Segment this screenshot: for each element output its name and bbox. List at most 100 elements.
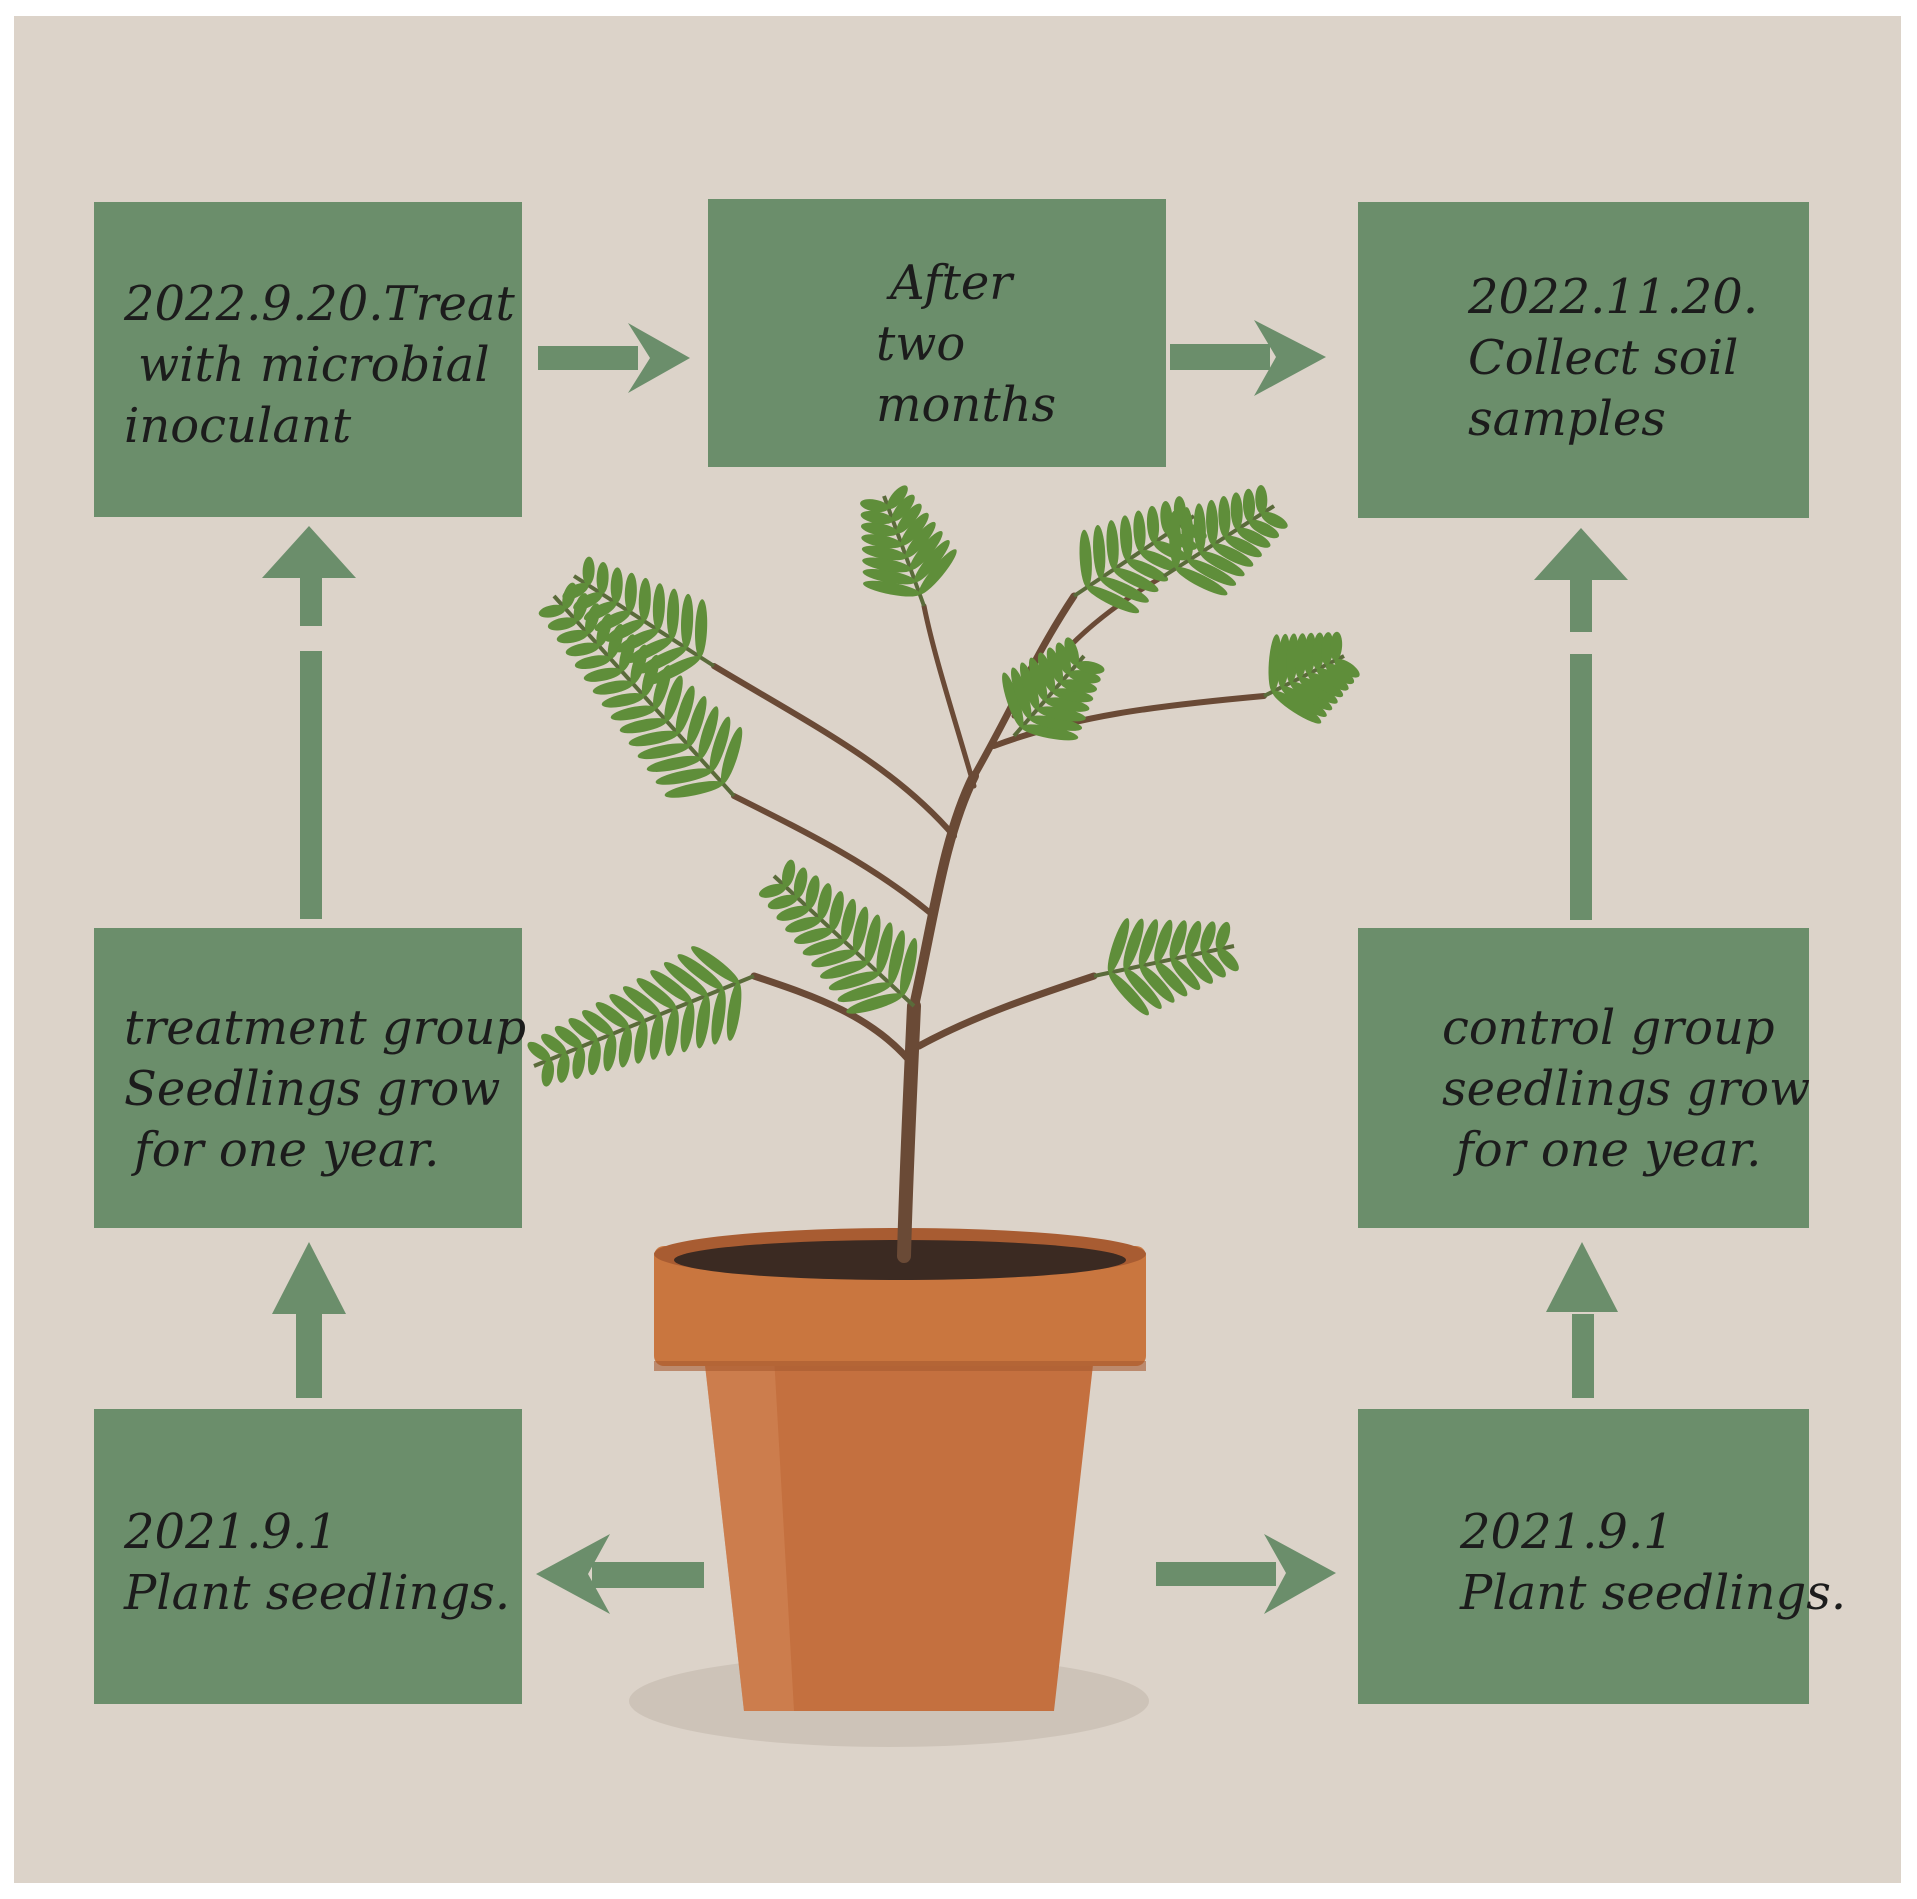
frond-leaflet bbox=[695, 994, 711, 1049]
frond-leaflet bbox=[820, 960, 868, 979]
frond-leaflet bbox=[1218, 496, 1231, 538]
step-text-line: Plant seedlings. bbox=[124, 1565, 511, 1621]
frond-leaflet bbox=[900, 512, 929, 546]
frond-leaflet bbox=[887, 485, 908, 510]
frond-leaflet bbox=[527, 1041, 551, 1061]
frond-leaflet bbox=[649, 1014, 664, 1060]
frond-leaflet bbox=[556, 629, 589, 644]
frond-leaflet bbox=[562, 582, 589, 600]
frond-leaflet bbox=[1294, 633, 1308, 679]
frond-leaflet bbox=[841, 898, 857, 942]
frond-leaflet bbox=[891, 494, 915, 522]
frond-leaflet bbox=[802, 938, 845, 956]
frond-leaflet bbox=[1106, 520, 1119, 570]
frond-leaflet bbox=[758, 883, 787, 898]
frond-leaflet bbox=[860, 499, 889, 513]
step-text-line: for one year. bbox=[1456, 1122, 1762, 1178]
frond-leaflet bbox=[1160, 501, 1173, 534]
frond-leaflet bbox=[698, 706, 719, 759]
flowchart-canvas: 2022.9.20.Treat with microbial inoculant… bbox=[14, 16, 1901, 1883]
frond-leaflet bbox=[829, 891, 844, 931]
frond-leaflet bbox=[618, 1027, 633, 1068]
plant-seedlings-right-box: 2021.9.1 Plant seedlings. bbox=[1358, 1409, 1846, 1704]
frond-leaflet bbox=[583, 667, 622, 682]
frond-leaflet bbox=[776, 905, 810, 921]
step-text-line: months bbox=[876, 377, 1057, 433]
frond-leaflet bbox=[1230, 492, 1243, 530]
frond-leaflet bbox=[675, 685, 695, 734]
frond-leaflet bbox=[1325, 663, 1355, 685]
frond-leaflet bbox=[1193, 503, 1206, 553]
frond-leaflet bbox=[1321, 632, 1334, 666]
frond-leaflet bbox=[691, 946, 739, 984]
frond-leaflet bbox=[862, 557, 912, 573]
frond-leaflet bbox=[726, 981, 742, 1041]
frond-leaflet bbox=[1093, 524, 1106, 579]
frond-leaflet bbox=[1155, 962, 1188, 997]
step-text-line: Seedlings grow bbox=[124, 1061, 501, 1117]
frond-leaflet bbox=[793, 927, 833, 945]
frond-leaflet bbox=[565, 642, 600, 657]
frond-leaflet bbox=[862, 569, 916, 585]
frond-leaflet bbox=[680, 1001, 695, 1053]
frond-leaflet bbox=[1108, 972, 1149, 1016]
frond-leaflet bbox=[1138, 919, 1159, 967]
arrow-plant-to-control-group bbox=[1546, 1242, 1618, 1398]
frond-leaflet bbox=[1187, 559, 1237, 586]
step-text-line: for one year. bbox=[134, 1122, 440, 1178]
frond-leaflet bbox=[637, 743, 690, 760]
frond-leaflet bbox=[1124, 968, 1162, 1010]
frond-leaflet bbox=[681, 593, 694, 649]
frond-leaflet bbox=[720, 726, 743, 784]
frond-leaflet bbox=[646, 755, 701, 772]
step-text-line: 2021.9.1 bbox=[124, 1504, 338, 1560]
frond-leaflet bbox=[1028, 657, 1048, 701]
frond-leaflet bbox=[1002, 672, 1024, 728]
frond-leaflet bbox=[687, 696, 707, 747]
frond-leaflet bbox=[1316, 667, 1349, 691]
frond-leaflet bbox=[1184, 920, 1202, 957]
frond-leaflet bbox=[1139, 965, 1175, 1003]
frond-leaflet bbox=[1236, 527, 1271, 548]
frond-leaflet bbox=[1307, 672, 1344, 698]
frond-leaflet bbox=[1286, 633, 1299, 684]
frond-leaflet bbox=[1037, 706, 1086, 722]
frond-leaflet bbox=[665, 1007, 679, 1057]
step-after-two-months-box: After two months bbox=[708, 199, 1166, 467]
step-text-line: 2022.11.20. bbox=[1468, 269, 1759, 325]
frond-leaflet bbox=[1011, 667, 1032, 719]
frond-leaflet bbox=[888, 930, 905, 985]
frond-leaflet bbox=[1206, 499, 1219, 546]
frond-leaflet bbox=[1154, 919, 1173, 964]
frond-leaflet bbox=[1200, 551, 1245, 577]
frond-leaflet bbox=[1201, 951, 1226, 978]
arrow-pot-to-plant-left bbox=[536, 1534, 704, 1614]
frond-leaflet bbox=[1021, 724, 1079, 741]
frond-leaflet bbox=[538, 604, 566, 618]
frond-leaflet bbox=[1186, 955, 1214, 984]
frond-leaflet bbox=[1075, 661, 1105, 674]
frond-leaflet bbox=[638, 577, 651, 622]
frond-leaflet bbox=[905, 521, 936, 558]
arrows-layer bbox=[262, 320, 1628, 1614]
frond-leaflet bbox=[596, 562, 609, 595]
plant-seedlings-left-box: 2021.9.1 Plant seedlings. bbox=[94, 1409, 522, 1704]
frond-leaflet bbox=[918, 549, 957, 595]
frond-leaflet bbox=[1224, 535, 1262, 558]
frond-leaflet bbox=[1169, 510, 1182, 569]
frond-leaflet bbox=[1181, 507, 1194, 561]
frond-leaflet bbox=[655, 768, 712, 785]
frond-leaflet bbox=[1119, 515, 1133, 561]
arrow-after-to-collect bbox=[1170, 320, 1326, 396]
arrow-treatment-group-to-treat bbox=[262, 526, 356, 919]
frond-leaflet bbox=[1123, 918, 1144, 970]
frond-leaflet bbox=[1107, 918, 1130, 974]
frond-leaflet bbox=[1303, 632, 1316, 675]
frond-leaflet bbox=[1046, 647, 1064, 684]
step-text-line: After bbox=[890, 255, 1013, 311]
frond-leaflet bbox=[663, 962, 708, 997]
frond-leaflet bbox=[1281, 686, 1327, 717]
frond-leaflet bbox=[592, 680, 634, 695]
frond-leaflet bbox=[1261, 511, 1288, 529]
frond-leaflet bbox=[1037, 652, 1056, 692]
